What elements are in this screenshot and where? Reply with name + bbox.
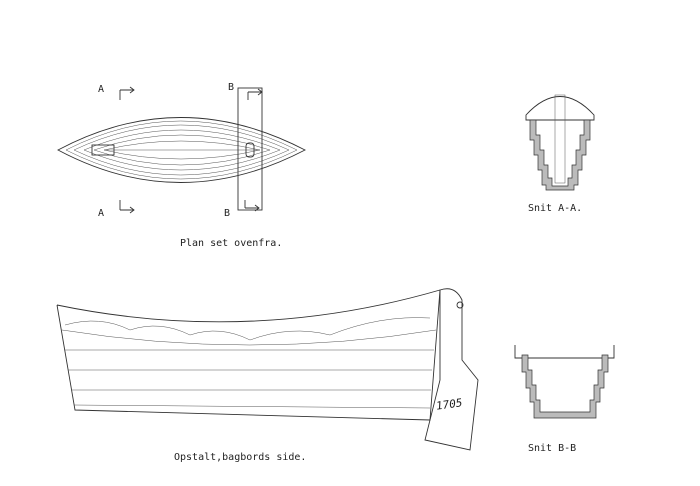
section-marker-a-top: A bbox=[98, 84, 105, 95]
section-marker-a-bottom: A bbox=[98, 208, 105, 219]
elevation-caption: Opstalt,bagbords side. bbox=[174, 452, 307, 463]
section-a-a bbox=[525, 94, 595, 191]
plan-view bbox=[57, 86, 306, 214]
section-marker-b-bottom: B bbox=[224, 208, 231, 219]
section-marker-b-top: B bbox=[228, 82, 235, 93]
section-b-caption: Snit B-B bbox=[528, 443, 577, 454]
plan-view-caption: Plan set ovenfra. bbox=[180, 238, 283, 249]
section-a-caption: Snit A-A. bbox=[528, 203, 583, 214]
side-elevation bbox=[56, 288, 479, 451]
section-b-b bbox=[514, 345, 615, 419]
